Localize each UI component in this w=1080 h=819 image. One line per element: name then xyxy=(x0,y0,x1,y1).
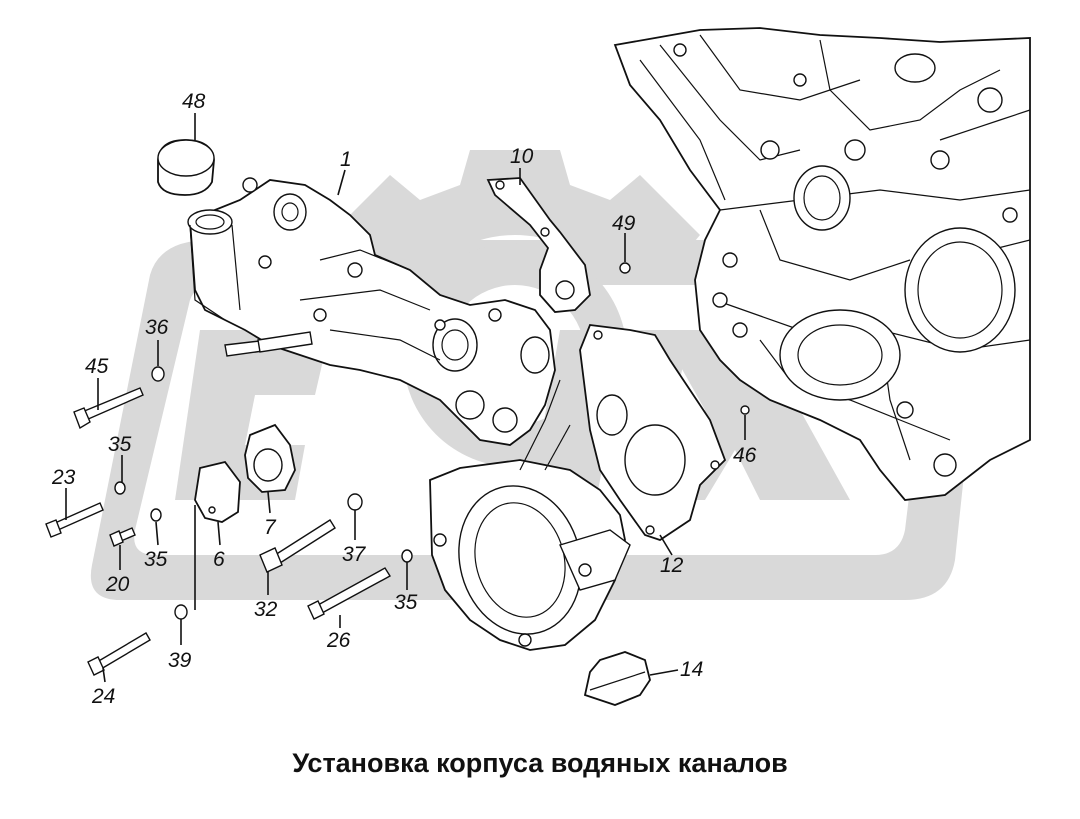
callout-26: 26 xyxy=(326,629,351,652)
callout-7: 7 xyxy=(264,516,277,539)
callout-35c: 35 xyxy=(394,591,418,614)
bolt-32 xyxy=(259,519,336,573)
callout-32: 32 xyxy=(254,598,278,621)
pump-housing xyxy=(429,379,631,651)
callout-6: 6 xyxy=(213,548,225,571)
bracket-10 xyxy=(486,177,591,313)
callout-46: 46 xyxy=(733,444,757,467)
callout-24: 24 xyxy=(91,685,115,708)
callout-35b: 35 xyxy=(144,548,168,571)
washer-36 xyxy=(151,366,165,382)
callout-labels: 48 1 10 49 36 45 35 23 35 6 7 20 37 12 4… xyxy=(51,90,757,708)
water-channel-housing xyxy=(187,177,556,446)
washer-35a xyxy=(114,481,126,495)
callout-20: 20 xyxy=(105,573,130,596)
bolt-20 xyxy=(109,527,136,547)
callout-49: 49 xyxy=(612,212,636,235)
washer-39 xyxy=(174,604,188,620)
plug-14 xyxy=(583,651,651,706)
callout-45: 45 xyxy=(85,355,109,378)
cover-plate-6 xyxy=(194,460,241,523)
callout-23: 23 xyxy=(51,466,76,489)
callout-48: 48 xyxy=(182,90,206,113)
engine-block xyxy=(613,27,1031,501)
callout-36: 36 xyxy=(145,316,169,339)
bolt-24 xyxy=(87,632,151,676)
bolt-26 xyxy=(307,567,391,620)
callout-37: 37 xyxy=(342,543,367,566)
nut-46 xyxy=(740,405,750,415)
washer-35b xyxy=(150,508,162,522)
callout-14: 14 xyxy=(680,658,703,681)
callout-1: 1 xyxy=(340,148,352,171)
washer-37 xyxy=(347,493,363,511)
callout-35a: 35 xyxy=(108,433,132,456)
washer-35c xyxy=(401,549,413,563)
gasket-12 xyxy=(579,324,727,541)
diagram-caption: Установка корпуса водяных каналов xyxy=(292,748,788,778)
nut-49 xyxy=(619,262,631,274)
bolt-45 xyxy=(73,387,144,430)
bolt-assembly-1 xyxy=(224,331,313,357)
callout-39: 39 xyxy=(168,649,192,672)
cap-48 xyxy=(157,139,215,196)
callout-10: 10 xyxy=(510,145,534,168)
gasket-7 xyxy=(244,423,296,493)
callout-12: 12 xyxy=(660,554,684,577)
leader-lines xyxy=(65,113,746,683)
bolt-23 xyxy=(45,502,104,538)
